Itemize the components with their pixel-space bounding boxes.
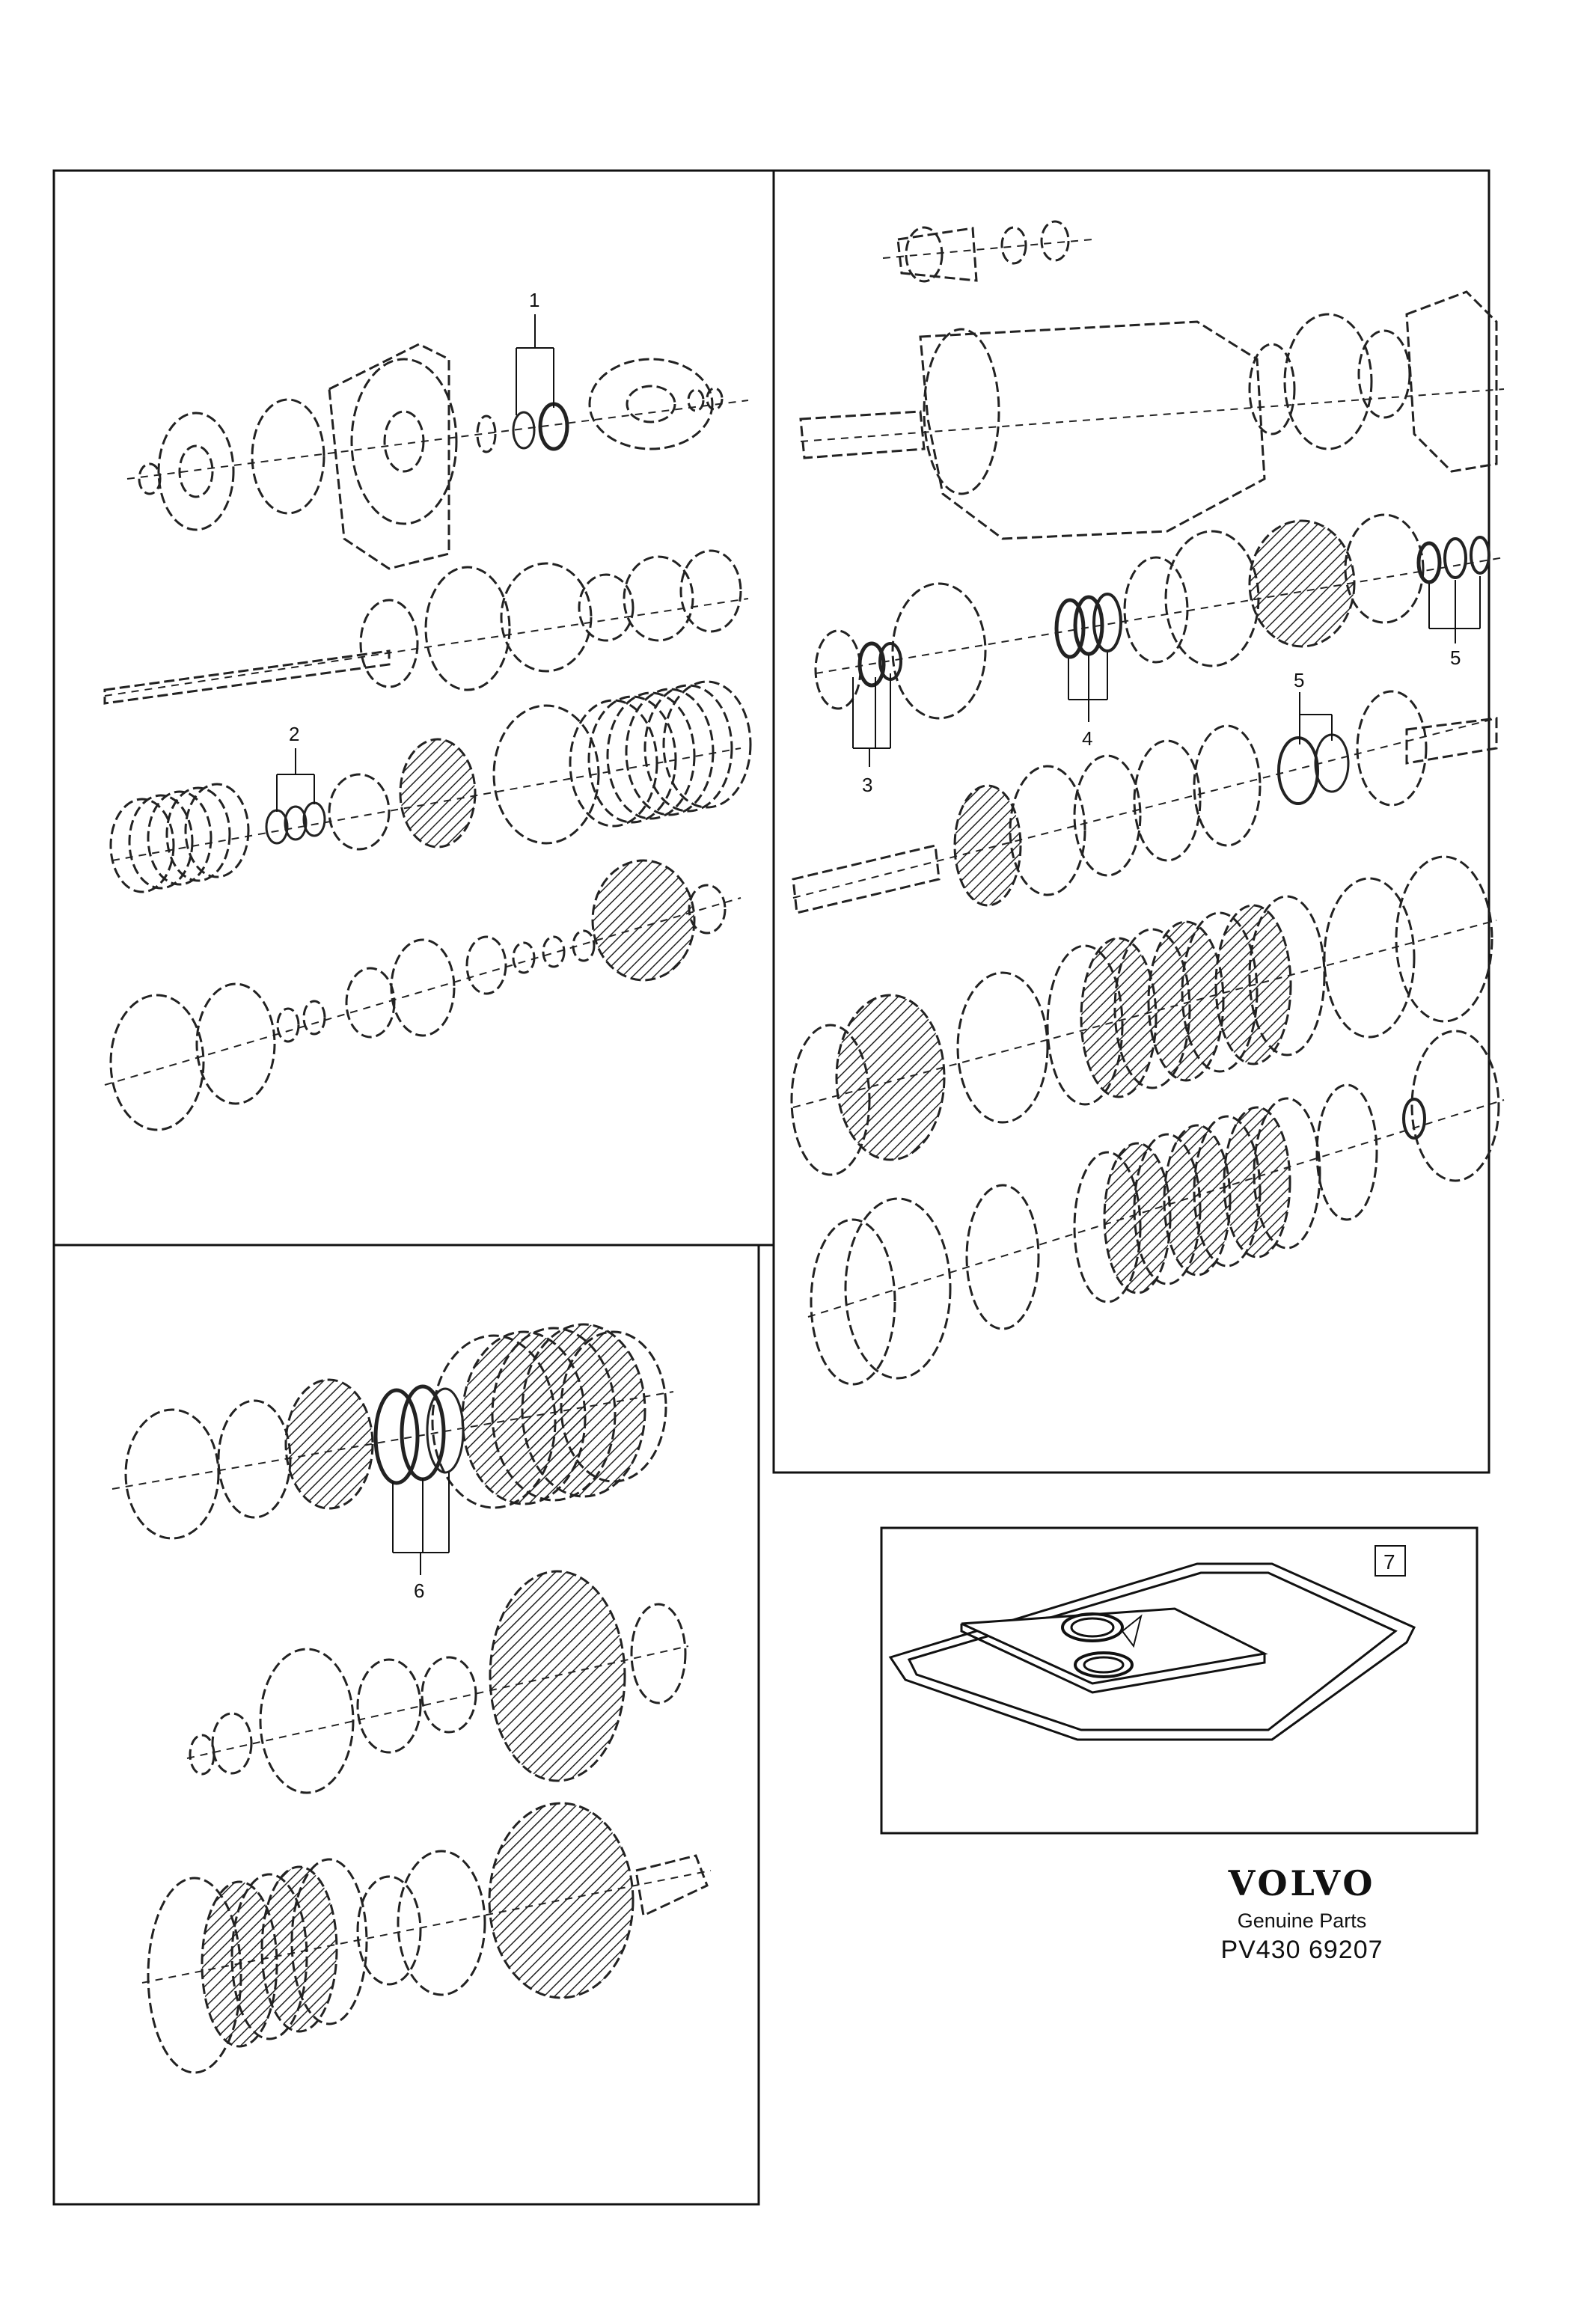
callout-3-bracket [852, 673, 891, 767]
callout-6: 6 [414, 1580, 424, 1602]
assembly-output-flange [882, 220, 1093, 283]
callout-5-bracket-mid [1299, 692, 1333, 744]
assembly-clutch-pack-1 [109, 680, 752, 893]
callout-5-right: 5 [1450, 646, 1461, 669]
assembly-pump-group [126, 343, 749, 570]
callout-7-box [1375, 1545, 1406, 1577]
assembly-rear-clutch-2 [186, 1570, 689, 1794]
assembly-output-shaft [792, 690, 1498, 914]
callout-3: 3 [862, 774, 872, 796]
assembly-transmission-case [799, 290, 1505, 540]
callout-6-bracket [392, 1473, 450, 1575]
callout-1: 1 [529, 289, 539, 311]
callout-5-mid: 5 [1294, 669, 1304, 691]
callout-4-bracket [1068, 652, 1108, 722]
branding-block: VOLVO Genuine Parts PV430 69207 [1167, 1863, 1437, 1965]
diagram-code: PV430 69207 [1220, 1936, 1383, 1964]
panel-kit-7 [880, 1526, 1479, 1835]
callout-4: 4 [1082, 727, 1092, 750]
assembly-rear-clutch-1 [111, 1323, 674, 1540]
assembly-clutch-pack-3 [807, 1030, 1505, 1386]
kit-oil-pan-gasket [888, 1562, 1416, 1741]
assembly-input-shaft [103, 549, 749, 705]
callout-1-bracket [516, 314, 554, 415]
brand-subtitle: Genuine Parts [1237, 1909, 1367, 1932]
assembly-planetary-1 [104, 859, 741, 1131]
assembly-rear-clutch-3 [141, 1802, 712, 2074]
brand-logo: VOLVO [1228, 1863, 1376, 1903]
callout-2-bracket [276, 748, 315, 812]
callout-7: 7 [1383, 1550, 1395, 1574]
assembly-intermediate [814, 513, 1505, 720]
panel-top-left [52, 169, 775, 1247]
assembly-clutch-pack-2 [790, 855, 1497, 1176]
callout-2: 2 [289, 723, 299, 745]
callout-5-bracket-right [1428, 576, 1481, 643]
panel-right [772, 169, 1490, 1474]
panel-bottom-left [52, 1244, 760, 2206]
